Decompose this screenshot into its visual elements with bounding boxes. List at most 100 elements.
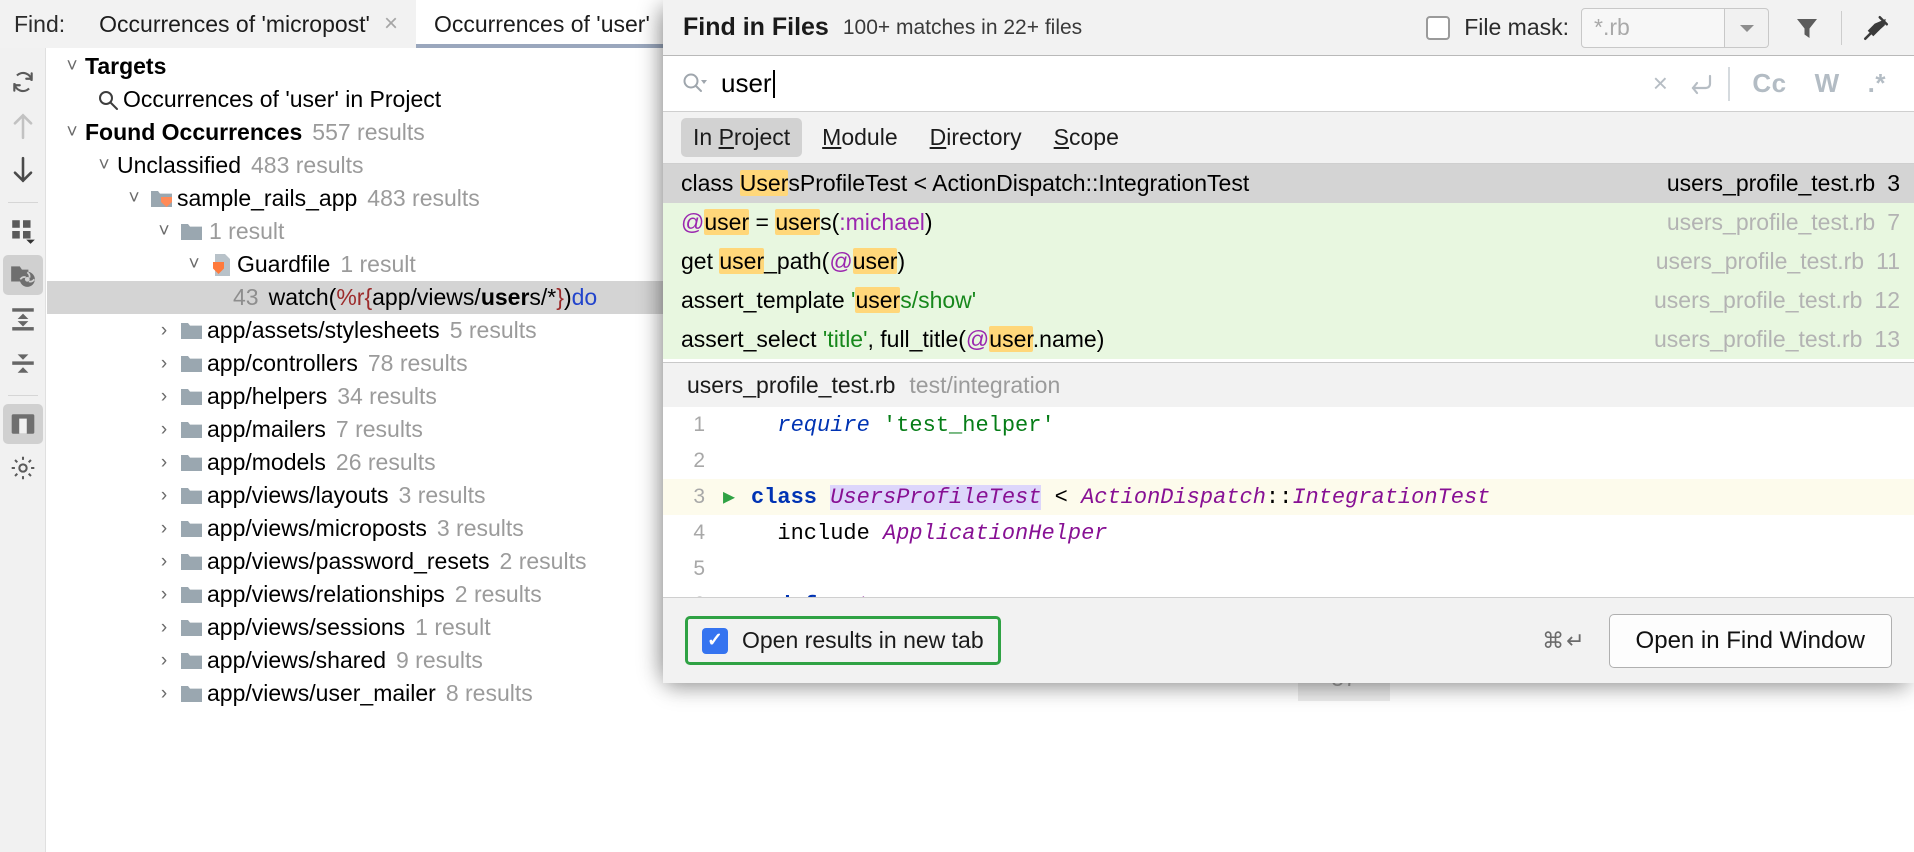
code-segment: sProfileTest < ActionDispatch::Integrati… [788,170,1250,196]
folder-icon [177,650,207,672]
pin-icon[interactable] [1856,8,1896,48]
match-code-p2: %r{ [336,284,373,310]
search-result-row[interactable]: @user = users(:michael)users_profile_tes… [663,203,1914,242]
chevron-right-icon[interactable]: › [160,418,168,440]
chevron-right-icon[interactable]: › [160,517,168,539]
tree-row-folder[interactable]: › app/views/password_resets 2 results [47,545,1914,578]
tree-row-occurrences-target[interactable]: Occurrences of 'user' in Project [47,83,1914,116]
run-test-icon[interactable]: ▶ [722,487,736,510]
code-segment: ' [851,287,856,313]
tree-row-folder[interactable]: › app/controllers 78 results [47,347,1914,380]
search-result-row[interactable]: get user_path(@user)users_profile_test.r… [663,242,1914,281]
chevron-right-icon[interactable]: › [160,616,168,638]
search-icon[interactable] [681,71,707,97]
tree-row-folder[interactable]: › app/helpers 34 results [47,380,1914,413]
tab-title: Occurrences of 'micropost' [99,10,370,37]
tree-row-found-occurrences[interactable]: ˅ Found Occurrences 557 results [47,116,1914,149]
chevron-right-icon[interactable]: › [160,385,168,407]
words-toggle[interactable]: W [1814,68,1840,98]
group-by-icon[interactable] [3,211,43,251]
arrow-down-icon[interactable] [3,150,43,190]
rerun-icon[interactable] [3,62,43,102]
preview-code-line[interactable]: 5 [663,551,1914,587]
chevron-right-icon[interactable]: › [160,550,168,572]
chevron-down-icon[interactable]: ˅ [158,220,170,242]
file-mask-input[interactable]: *.rb [1581,7,1725,48]
chevron-right-icon[interactable]: › [160,484,168,506]
match-highlight: user [704,209,750,235]
gear-icon[interactable] [3,448,43,488]
scope-tab-scope[interactable]: Scope [1042,118,1131,157]
chevron-right-icon[interactable]: › [160,649,168,671]
scope-tab-in-project[interactable]: In Project [681,118,803,157]
tree-row-guardfile[interactable]: ˅ Guardfile 1 result [47,248,1914,281]
file-mask-checkbox[interactable] [1426,15,1451,40]
tree-row-folder[interactable]: › app/models 26 results [47,446,1914,479]
clear-icon[interactable]: × [1652,68,1668,98]
tree-row-targets[interactable]: ˅ Targets [47,50,1914,83]
search-result-row[interactable]: assert_template 'users/show'users_profil… [663,281,1914,320]
preview-code-line[interactable]: 3▶class UsersProfileTest < ActionDispatc… [663,479,1914,515]
open-in-find-icon[interactable] [2,255,43,295]
search-result-row[interactable]: class UsersProfileTest < ActionDispatch:… [663,164,1914,203]
tab-occurrences-micropost[interactable]: Occurrences of 'micropost' × [81,0,416,48]
tree-row-folder[interactable]: › app/views/relationships 2 results [47,578,1914,611]
file-mask-label: File mask: [1464,14,1569,40]
chevron-right-icon[interactable]: › [160,352,168,374]
arrow-up-icon[interactable] [3,106,43,146]
chevron-down-icon[interactable]: ˅ [66,55,78,77]
collapse-all-icon[interactable] [3,343,43,383]
chevron-right-icon[interactable]: › [160,583,168,605]
chevron-right-icon[interactable]: › [160,682,168,704]
scope-suffix: odule [841,124,898,150]
tree-row-label: app/views/user_mailer [207,680,436,706]
code-segment: ) [897,248,906,274]
tree-row-folder[interactable]: › app/views/user_mailer 8 results [47,677,1914,710]
open-results-in-new-tab-checkbox[interactable]: ✓ Open results in new tab [685,616,1001,665]
tree-row-label: app/views/relationships [207,581,445,607]
scope-tab-module[interactable]: Module [810,118,909,157]
preview-panel-icon[interactable] [2,404,43,444]
search-results-list[interactable]: class UsersProfileTest < ActionDispatch:… [663,164,1914,362]
search-result-row[interactable]: assert_select 'title', full_title(@user.… [663,320,1914,359]
preview-gutter-line-number: 1 [693,413,705,436]
chevron-down-icon[interactable]: ˅ [188,253,200,275]
tree-row-label: app/controllers [207,350,358,376]
preview-code-line[interactable]: 4 include ApplicationHelper [663,515,1914,551]
folder-icon [177,419,207,441]
regex-toggle[interactable]: .* [1867,68,1886,98]
search-input[interactable]: user [721,68,1640,99]
tree-row-label: app/assets/stylesheets [207,317,440,343]
tree-row-folder[interactable]: › app/views/microposts 3 results [47,512,1914,545]
tree-row-root-folder[interactable]: ˅ 1 result [47,215,1914,248]
tree-row-label: app/models [207,449,326,475]
preview-code-line[interactable]: 2 [663,443,1914,479]
code-token: require [777,412,870,438]
match-case-toggle[interactable]: Cc [1752,68,1787,98]
expand-all-icon[interactable] [3,299,43,339]
tree-row-folder[interactable]: › app/views/layouts 3 results [47,479,1914,512]
close-icon[interactable]: × [383,10,398,37]
filter-icon[interactable] [1787,8,1827,48]
chevron-right-icon[interactable]: › [160,319,168,341]
tree-row-sample-rails-app[interactable]: ˅ sample_rails_app 483 results [47,182,1914,215]
tree-row-folder[interactable]: › app/assets/stylesheets 5 results [47,314,1914,347]
history-icon[interactable] [1680,64,1720,104]
open-in-find-window-button[interactable]: Open in Find Window [1608,613,1892,668]
chevron-down-icon[interactable]: ˅ [128,187,140,209]
tree-row-unclassified[interactable]: ˅ Unclassified 483 results [47,149,1914,182]
chevron-right-icon[interactable]: › [160,451,168,473]
chevron-down-icon[interactable]: ˅ [66,121,78,143]
preview-code-text: include ApplicationHelper [743,521,1107,546]
tab-occurrences-user[interactable]: Occurrences of 'user' × [415,0,696,48]
preview-file-header: users_profile_test.rb test/integration [663,363,1914,407]
tree-row-folder[interactable]: › app/views/sessions 1 result [47,611,1914,644]
tree-row-folder[interactable]: › app/mailers 7 results [47,413,1914,446]
scope-tab-directory[interactable]: Directory [918,118,1034,157]
chevron-down-icon[interactable]: ˅ [98,154,110,176]
result-file-name: users_profile_test.rb [1666,209,1876,235]
preview-code-line[interactable]: 1 require 'test_helper' [663,407,1914,443]
chevron-down-icon[interactable] [1725,7,1769,48]
tree-row-folder[interactable]: › app/views/shared 9 results [47,644,1914,677]
